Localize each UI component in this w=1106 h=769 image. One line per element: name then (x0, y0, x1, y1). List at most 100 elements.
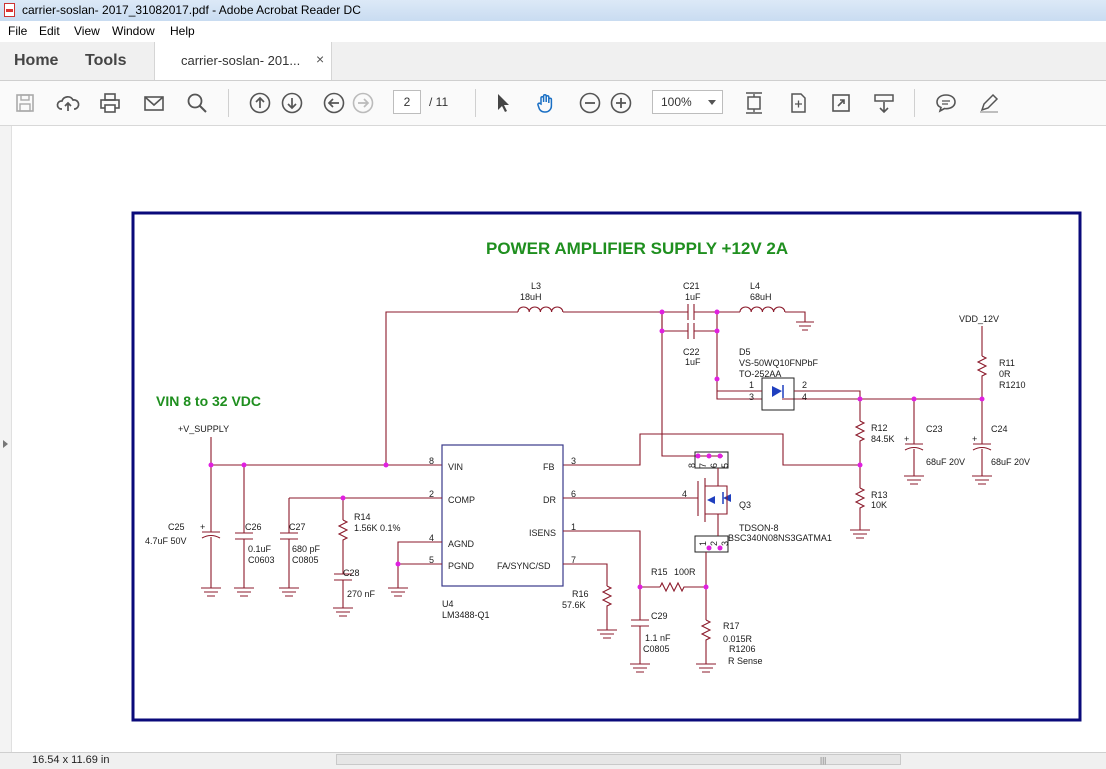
l4-ref: L4 (750, 281, 760, 291)
ground-symbol (850, 529, 870, 539)
ground-symbol (201, 587, 221, 597)
c26-ref: C26 (245, 522, 262, 532)
document-tab-label: carrier-soslan- 201... (181, 53, 301, 68)
title-bar: carrier-soslan- 2017_31082017.pdf - Adob… (0, 0, 1106, 22)
forward-icon[interactable] (351, 91, 375, 115)
document-viewer[interactable]: POWER AMPLIFIER SUPPLY +12V 2A VIN 8 to … (0, 126, 1106, 752)
u4-pin-name: PGND (448, 561, 475, 571)
tab-tools[interactable]: Tools (85, 52, 127, 69)
junction-dot (714, 376, 720, 382)
capacitor-c24 (972, 443, 992, 451)
l3-ref: L3 (531, 281, 541, 291)
u4-part: LM3488-Q1 (442, 610, 490, 620)
junction-dot (857, 462, 863, 468)
menu-file[interactable]: File (8, 24, 28, 38)
u4-pin-num: 4 (429, 533, 434, 543)
c23-ref: C23 (926, 424, 943, 434)
wire (717, 390, 861, 399)
left-panel-toggle[interactable] (0, 126, 12, 752)
diode-d5-body (761, 377, 795, 411)
save-icon[interactable] (13, 91, 37, 115)
select-cursor-icon[interactable] (491, 91, 515, 115)
resistor-r13 (854, 487, 866, 511)
tab-home[interactable]: Home (14, 52, 59, 69)
ground-symbol (279, 587, 299, 597)
horizontal-scrollbar[interactable]: ||| (134, 754, 1100, 766)
toolbar-separator (475, 89, 476, 117)
schematic-page: POWER AMPLIFIER SUPPLY +12V 2A VIN 8 to … (131, 211, 1082, 722)
resistor-r17 (700, 619, 712, 643)
c27-value: 680 pF (292, 544, 321, 554)
inductor-l3 (517, 306, 564, 313)
junction-dot (911, 396, 917, 402)
expand-panel-icon[interactable] (3, 440, 8, 448)
menu-view[interactable]: View (74, 24, 100, 38)
r16-value: 57.6K (562, 600, 586, 610)
scroll-mode-icon[interactable] (872, 91, 896, 115)
toolbar-separator (228, 89, 229, 117)
r15-ref: R15 (651, 567, 668, 577)
hand-tool-icon[interactable] (534, 91, 558, 115)
l4-value: 68uH (750, 292, 772, 302)
q3-pin: 1 (698, 541, 708, 546)
plus-sign: + (972, 434, 977, 444)
u4-pin-num: 2 (429, 489, 434, 499)
d5-pin: 2 (802, 380, 807, 390)
rotate-fit-icon[interactable] (786, 91, 810, 115)
wire (661, 312, 688, 332)
schematic-frame (131, 211, 1082, 722)
junction-dot (706, 453, 712, 459)
c27-ref: C27 (289, 522, 306, 532)
junction-dot (706, 545, 712, 551)
zoom-in-icon[interactable] (609, 91, 633, 115)
comment-icon[interactable] (934, 91, 958, 115)
next-page-icon[interactable] (280, 91, 304, 115)
wire (785, 311, 806, 322)
zoom-select[interactable]: 100% (652, 90, 723, 114)
ground-symbol (597, 629, 617, 639)
prev-page-icon[interactable] (248, 91, 272, 115)
zoom-out-icon[interactable] (578, 91, 602, 115)
close-tab-icon[interactable]: × (316, 51, 325, 67)
junction-dot (714, 328, 720, 334)
fullscreen-icon[interactable] (829, 91, 853, 115)
junction-dot (717, 453, 723, 459)
search-icon[interactable] (185, 91, 209, 115)
menu-help[interactable]: Help (170, 24, 195, 38)
junction-dot (703, 584, 709, 590)
junction-dot (979, 396, 985, 402)
window-title: carrier-soslan- 2017_31082017.pdf - Adob… (22, 3, 361, 17)
q3-pin: 6 (709, 463, 719, 468)
junction-dot (695, 453, 701, 459)
c29-pkg: C0805 (643, 644, 670, 654)
menu-edit[interactable]: Edit (39, 24, 60, 38)
ground-symbol (696, 663, 716, 673)
print-icon[interactable] (98, 91, 122, 115)
fit-page-icon[interactable] (742, 91, 766, 115)
resistor-r12 (854, 420, 866, 444)
sign-icon[interactable] (977, 91, 1001, 115)
page-number-input[interactable]: 2 (393, 90, 421, 114)
c29-ref: C29 (651, 611, 668, 621)
scrollbar-grip: ||| (820, 756, 827, 765)
menu-bar: File Edit View Window Help (0, 21, 1106, 42)
tab-document[interactable]: carrier-soslan- 201... × (154, 42, 332, 80)
r14-ref: R14 (354, 512, 371, 522)
scrollbar-thumb[interactable]: ||| (336, 754, 901, 765)
menu-window[interactable]: Window (112, 24, 155, 38)
junction-dot (395, 561, 401, 567)
r13-ref: R13 (871, 490, 888, 500)
c27-pkg: C0805 (292, 555, 319, 565)
q3-pin: 8 (687, 463, 697, 468)
cloud-upload-icon[interactable] (56, 91, 80, 115)
ground-symbol (388, 587, 408, 597)
r12-value: 84.5K (871, 434, 895, 444)
junction-dot (208, 462, 214, 468)
c24-ref: C24 (991, 424, 1008, 434)
c28-value: 270 nF (347, 589, 376, 599)
wire (385, 311, 518, 465)
email-icon[interactable] (142, 91, 166, 115)
capacitor-c29 (631, 619, 649, 627)
back-icon[interactable] (322, 91, 346, 115)
u4-pin-num: 3 (571, 456, 576, 466)
